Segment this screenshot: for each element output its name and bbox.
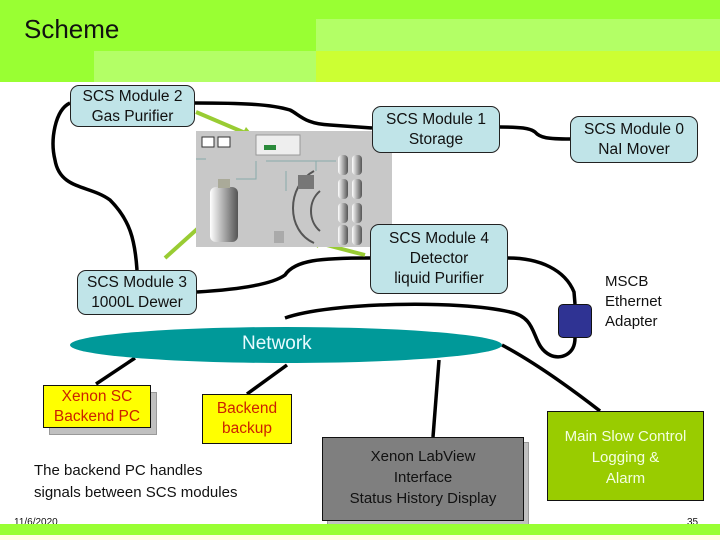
mscb-label: MSCB Ethernet Adapter	[605, 272, 662, 332]
module-1-box[interactable]: SCS Module 1 Storage	[372, 106, 500, 153]
wire-network-backendpc	[95, 356, 136, 386]
note-line1: The backend PC handles	[34, 462, 203, 479]
main-control-line1: Main Slow Control	[564, 428, 687, 445]
labview-line1: Xenon LabView	[370, 448, 476, 465]
labview-line2: Interface	[393, 469, 453, 486]
header-block	[0, 19, 316, 51]
module-4-title: SCS Module 4	[389, 230, 489, 247]
footer-strip	[0, 535, 720, 540]
labview-interface-box[interactable]: Xenon LabView Interface Status History D…	[322, 437, 524, 521]
backend-pc-box[interactable]: Xenon SC Backend PC	[43, 385, 151, 428]
mscb-adapter-device[interactable]	[558, 304, 592, 338]
module-2-subtitle: Gas Purifier	[91, 108, 174, 125]
plant-schematic-image	[196, 131, 392, 247]
header-block	[316, 19, 720, 51]
wire-network-labview	[431, 359, 441, 438]
wire-module2-module3	[51, 101, 139, 271]
note-line2: signals between SCS modules	[34, 484, 238, 501]
schematic-drawing	[196, 134, 362, 245]
backend-pc-line2: Backend PC	[53, 408, 141, 425]
header-block	[94, 51, 316, 82]
main-control-line3: Alarm	[605, 470, 646, 487]
network-label: Network	[242, 333, 312, 354]
wire-mscb-network	[284, 302, 577, 359]
module-0-box[interactable]: SCS Module 0 NaI Mover	[570, 116, 698, 163]
backend-backup-line2: backup	[222, 420, 272, 437]
slide-title: Scheme	[24, 14, 120, 44]
network-ellipse[interactable]	[70, 327, 502, 363]
module-4-box[interactable]: SCS Module 4 Detector liquid Purifier	[370, 224, 508, 294]
wire-network-maincontrol	[501, 343, 602, 413]
module-4-subtitle-2: liquid Purifier	[394, 270, 484, 287]
module-3-box[interactable]: SCS Module 3 1000L Dewer	[77, 270, 197, 315]
header-block	[0, 51, 94, 82]
module-0-title: SCS Module 0	[584, 121, 684, 138]
module-2-box[interactable]: SCS Module 2 Gas Purifier	[70, 85, 195, 127]
backend-note: The backend PC handles signals between S…	[34, 460, 237, 504]
mscb-label-line3: Adapter	[605, 313, 658, 330]
mscb-label-line2: Ethernet	[605, 293, 662, 310]
module-1-title: SCS Module 1	[386, 111, 486, 128]
module-2-title: SCS Module 2	[82, 88, 183, 105]
footer-bar	[0, 524, 720, 535]
backend-backup-line1: Backend	[216, 400, 278, 417]
wire-network-backup	[245, 363, 289, 396]
backend-backup-box[interactable]: Backend backup	[202, 394, 292, 444]
slide-date: 11/6/2020	[14, 517, 58, 528]
module-3-subtitle: 1000L Dewer	[91, 294, 183, 311]
wire-module3-module4	[196, 256, 371, 294]
mscb-label-line1: MSCB	[605, 273, 649, 290]
labview-line3: Status History Display	[349, 490, 497, 507]
wire-module2-module1	[194, 101, 373, 130]
header-band	[0, 0, 720, 19]
module-3-title: SCS Module 3	[87, 274, 187, 291]
module-1-subtitle: Storage	[408, 131, 464, 148]
wire-module4-mscb	[507, 256, 577, 305]
backend-pc-line1: Xenon SC	[61, 388, 133, 405]
wire-module1-module0	[499, 125, 571, 141]
main-control-line2: Logging &	[591, 449, 660, 466]
main-slow-control-box[interactable]: Main Slow Control Logging & Alarm	[547, 411, 704, 501]
module-4-subtitle: Detector	[409, 250, 469, 267]
module-0-subtitle: NaI Mover	[598, 141, 670, 158]
header-block	[316, 51, 720, 82]
page-number: 35	[687, 517, 699, 528]
